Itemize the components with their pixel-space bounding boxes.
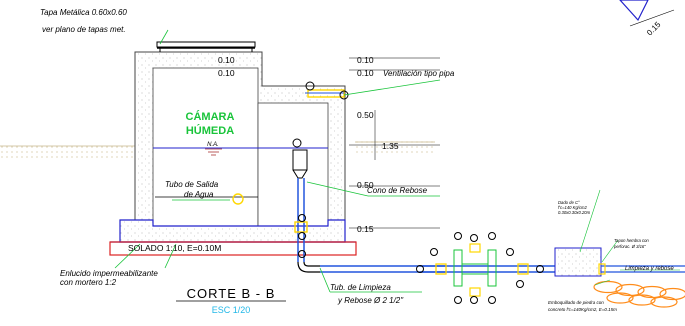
corner-detail	[619, 0, 675, 27]
enlucido-label-2: con mortero 1:2	[60, 278, 117, 287]
corte-title: CORTE B - B	[187, 286, 276, 301]
dim-right-6: 0.15	[357, 224, 374, 234]
dimension-leaders	[349, 57, 440, 229]
enlucido-label-1: Enlucido impermeabilizante	[60, 269, 158, 278]
camara-label-1: CÁMARA	[186, 110, 235, 123]
tapon-label-2: perforac. Ø 3/16"	[613, 244, 646, 249]
tapa-label-2: ver plano de tapas met.	[42, 25, 126, 34]
dim-right-3: 0.50	[357, 110, 374, 120]
tub-limpieza-label-2: y Rebose Ø 2 1/2"	[337, 296, 404, 305]
dim-left-1: 0.10	[218, 55, 235, 65]
emboquillado-label-2: concreto f'c=140Kg/cm2, E=0.15m	[548, 307, 617, 312]
solado-slab	[109, 241, 357, 256]
na-label: N.A.	[207, 142, 219, 148]
stone-lining	[593, 280, 685, 308]
dim-right-2: 0.10	[357, 68, 374, 78]
water-level-symbol	[205, 148, 222, 156]
tubo-salida-label-1: Tubo de Salida	[165, 180, 219, 189]
dim-right-1: 0.10	[357, 55, 374, 65]
tubo-salida-label-2: de Agua	[184, 190, 214, 199]
tub-limpieza-label-1: Tub. de Limpieza	[330, 283, 391, 292]
emboquillado-label-1: Emboquillado de piedra con	[548, 300, 604, 305]
vent-pipe	[305, 81, 349, 100]
dado-label-2: f'c=140 Kg/cm2	[558, 205, 588, 210]
dim-corner: 0.15	[645, 20, 663, 38]
dado-label-3: 0.30x0.30x0.20m	[558, 210, 591, 215]
dim-right-5: 0.50	[357, 180, 374, 190]
outlet-pipe	[155, 193, 258, 205]
metal-lid	[156, 29, 256, 49]
solado-label: SOLADO 1:10, E=0.10M	[128, 243, 221, 253]
ventilacion-label: Ventilación tipo pipa	[383, 69, 455, 78]
limpieza-rebose-label: Limpieza y rebose	[625, 266, 674, 272]
concrete-dado	[554, 247, 685, 277]
camara-label-2: HÚMEDA	[186, 124, 234, 137]
cono-rebose-label: Cono de Rebose	[367, 186, 428, 195]
annotation-leaders	[114, 79, 680, 293]
valve-assembly	[416, 232, 555, 304]
dim-right-4: 1.35	[382, 141, 399, 151]
dado-label-1: Dado de C°	[558, 200, 580, 205]
tapa-label-1: Tapa Metálica 0.60x0.60	[40, 8, 127, 17]
escala-label: ESC 1/20	[212, 305, 251, 315]
tapon-label-1: Tapon hembra con	[614, 238, 649, 243]
dim-left-2: 0.10	[218, 68, 235, 78]
